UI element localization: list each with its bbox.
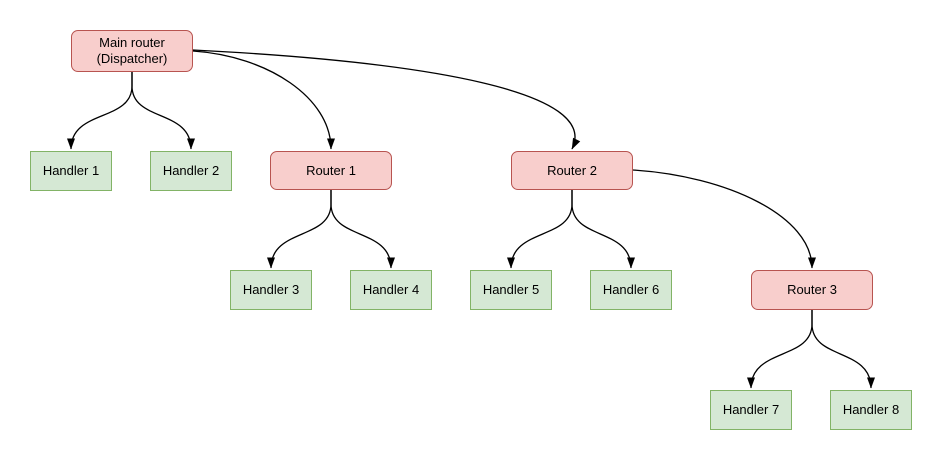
node-handler-3: Handler 3 (230, 270, 312, 310)
node-handler-2: Handler 2 (150, 151, 232, 191)
edge-main-router-to-router-2 (192, 49, 581, 150)
node-router-3: Router 3 (751, 270, 873, 310)
node-handler-4: Handler 4 (350, 270, 432, 310)
edge-main-router-to-router-1 (192, 50, 335, 150)
node-handler-5: Handler 5 (470, 270, 552, 310)
edge-router-1-to-handler-4 (330, 190, 395, 269)
edge-router-2-to-handler-6 (571, 190, 635, 269)
node-handler-6: Handler 6 (590, 270, 672, 310)
node-handler-8: Handler 8 (830, 390, 912, 430)
edge-router-2-to-router-3 (632, 169, 816, 269)
edge-router-3-to-handler-7 (747, 310, 813, 389)
edge-main-router-to-handler-2 (131, 72, 195, 150)
edge-main-router-to-handler-1 (67, 72, 133, 150)
edge-router-3-to-handler-8 (811, 310, 875, 389)
edge-router-2-to-handler-5 (507, 190, 573, 269)
node-router-2: Router 2 (511, 151, 633, 190)
node-handler-1: Handler 1 (30, 151, 112, 191)
node-main-router: Main router (Dispatcher) (71, 30, 193, 72)
node-handler-7: Handler 7 (710, 390, 792, 430)
edge-router-1-to-handler-3 (267, 190, 332, 269)
node-router-1: Router 1 (270, 151, 392, 190)
